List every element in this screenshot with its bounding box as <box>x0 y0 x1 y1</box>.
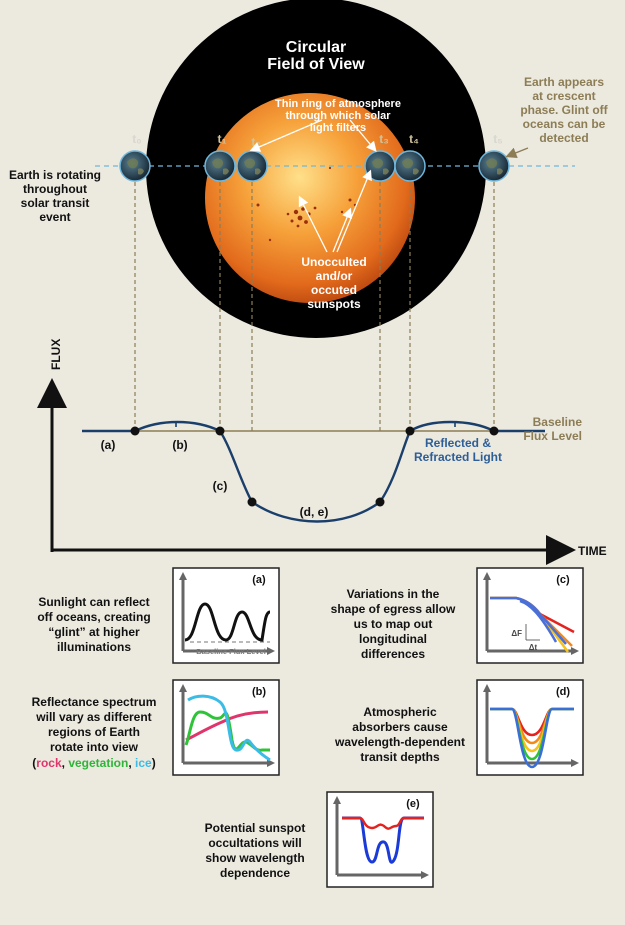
sunspot-group <box>256 166 357 242</box>
panel-b-legend: (rock, vegetation, ice) <box>32 756 155 770</box>
panel-d-tag: (d) <box>556 686 570 698</box>
curve-point-label-2: (c) <box>213 479 228 493</box>
panel-b <box>172 679 280 776</box>
earth-t1 <box>204 150 236 182</box>
panel-d <box>476 679 584 776</box>
curve-point-label-0: (a) <box>101 438 116 452</box>
x-axis-label: TIME <box>578 544 607 558</box>
crescent-arrow <box>505 147 529 159</box>
atmosphere-arrow-left <box>249 119 323 152</box>
time-label-t4: t₄ <box>409 132 419 146</box>
sunspot-arrow-3 <box>336 169 372 253</box>
atmosphere-arrow-right <box>349 119 377 152</box>
curve-point-label-3: (d, e) <box>300 505 329 519</box>
light-curve <box>82 420 545 523</box>
panel-e-tag: (e) <box>406 798 420 810</box>
reflected-label: Reflected &Refracted Light <box>414 436 502 464</box>
sunspot-arrow-2 <box>332 207 352 253</box>
earth-t0 <box>119 150 151 182</box>
sunspot-arrow-1 <box>298 195 328 253</box>
panel-c <box>476 567 584 664</box>
earth-t3 <box>364 150 396 182</box>
panel-c-tag: (c) <box>556 574 570 586</box>
panel-c-delta-t: Δt <box>529 643 538 652</box>
earth-t5 <box>478 150 510 182</box>
earth-t2 <box>236 150 268 182</box>
y-axis-label: FLUX <box>49 339 63 370</box>
time-label-t3: t₃ <box>379 132 389 146</box>
time-label-t1: t₁ <box>218 132 227 146</box>
earth-t4 <box>394 150 426 182</box>
panel-b-tag: (b) <box>252 686 266 698</box>
time-label-t0: t₀ <box>132 132 141 146</box>
curve-point-label-1: (b) <box>172 438 187 452</box>
panel-a-tag: (a) <box>252 574 266 586</box>
panel-a <box>172 567 280 664</box>
time-label-t5: t₅ <box>493 132 503 146</box>
curve-points <box>130 426 499 507</box>
panel-e <box>326 791 434 888</box>
time-label-t2: t₂ <box>251 135 260 149</box>
panel-c-delta-f: ΔF <box>511 629 522 638</box>
panel-a-baseline-label: Baseline Flux Level <box>196 647 266 656</box>
